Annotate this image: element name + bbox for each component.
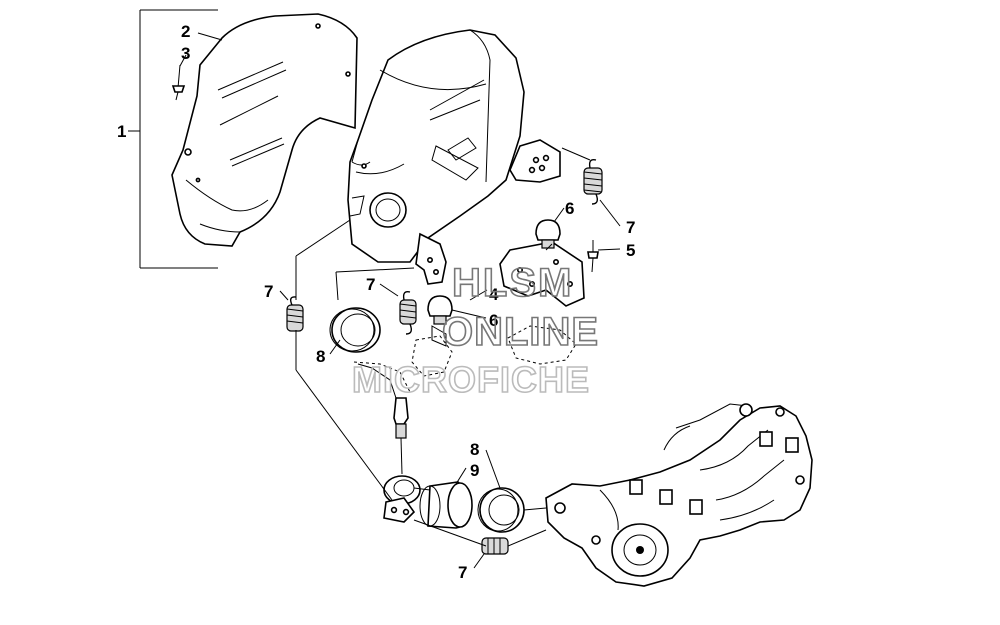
screw-3 [171,64,186,101]
spring-7-lower [481,537,509,555]
callout-7-upper-right: 7 [626,218,635,237]
callout-6-lower: 6 [489,311,498,330]
callout-7-mid: 7 [366,275,375,294]
callout-6-upper: 6 [565,199,574,218]
callout-8-upper: 8 [316,347,325,366]
callout-4: 4 [489,285,499,304]
phantom-bracket [353,325,577,393]
watermark-line-3: MICROFICHE [352,359,590,400]
watermark-line-1: HLSM [452,261,573,305]
mounting-bracket-4 [499,241,585,307]
group-bracket-1 [128,9,218,269]
callout-3: 3 [181,44,190,63]
callout-8-lower: 8 [470,440,479,459]
sleeve-9 [419,481,473,529]
exhaust-flange [383,475,421,523]
gasket-8-upper [329,307,381,353]
sensor-wire [357,363,409,475]
callout-9: 9 [470,461,479,480]
engine-manifold [545,403,813,587]
watermark: HLSM ONLINE MICROFICHE [351,260,599,401]
spring-7-upper-right [583,158,603,205]
callout-7-left: 7 [264,282,273,301]
heat-shield-outer [171,13,358,247]
watermark-line-2: ONLINE [442,310,599,354]
spring-mount-bracket [509,139,561,183]
callout-7-lower: 7 [458,563,467,582]
bolt-5 [587,240,599,273]
grommet-6-lower [427,295,453,347]
spring-7-mid [399,290,417,335]
muffler [347,29,525,263]
callout-2: 2 [181,22,190,41]
leader-lines [179,32,621,569]
callout-1: 1 [117,122,126,141]
spring-7-left [286,296,304,332]
muffler-bracket-left [415,232,447,285]
callout-5: 5 [626,241,635,260]
gasket-8-lower [477,487,525,533]
